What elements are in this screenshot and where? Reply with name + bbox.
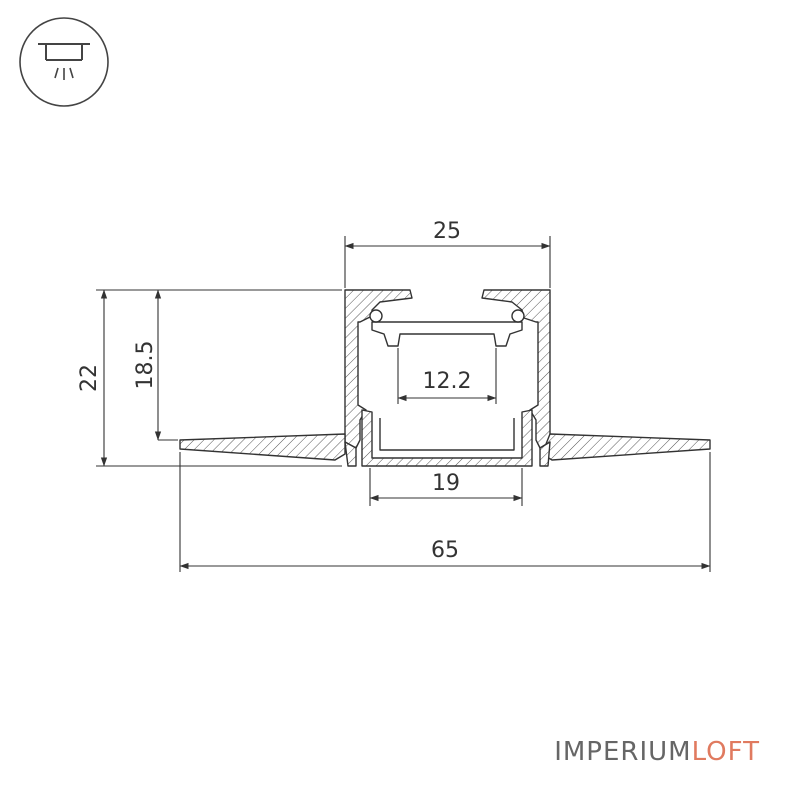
dimension-lines [96,236,711,572]
recessed-ceiling-light-icon [19,17,109,107]
dim-channel-width: 19 [432,471,460,496]
dim-width-top: 25 [433,219,461,244]
brand-part1: IMPERIUM [554,737,691,767]
dim-height-recess: 18.5 [133,341,158,390]
dim-height-total: 22 [77,364,102,392]
brand-logo: IMPERIUMLOFT [554,737,760,767]
brand-part2: LOFT [692,737,760,767]
profile-section [179,289,711,467]
dim-total-width: 65 [431,538,459,563]
dim-inner-width: 12.2 [423,369,472,394]
